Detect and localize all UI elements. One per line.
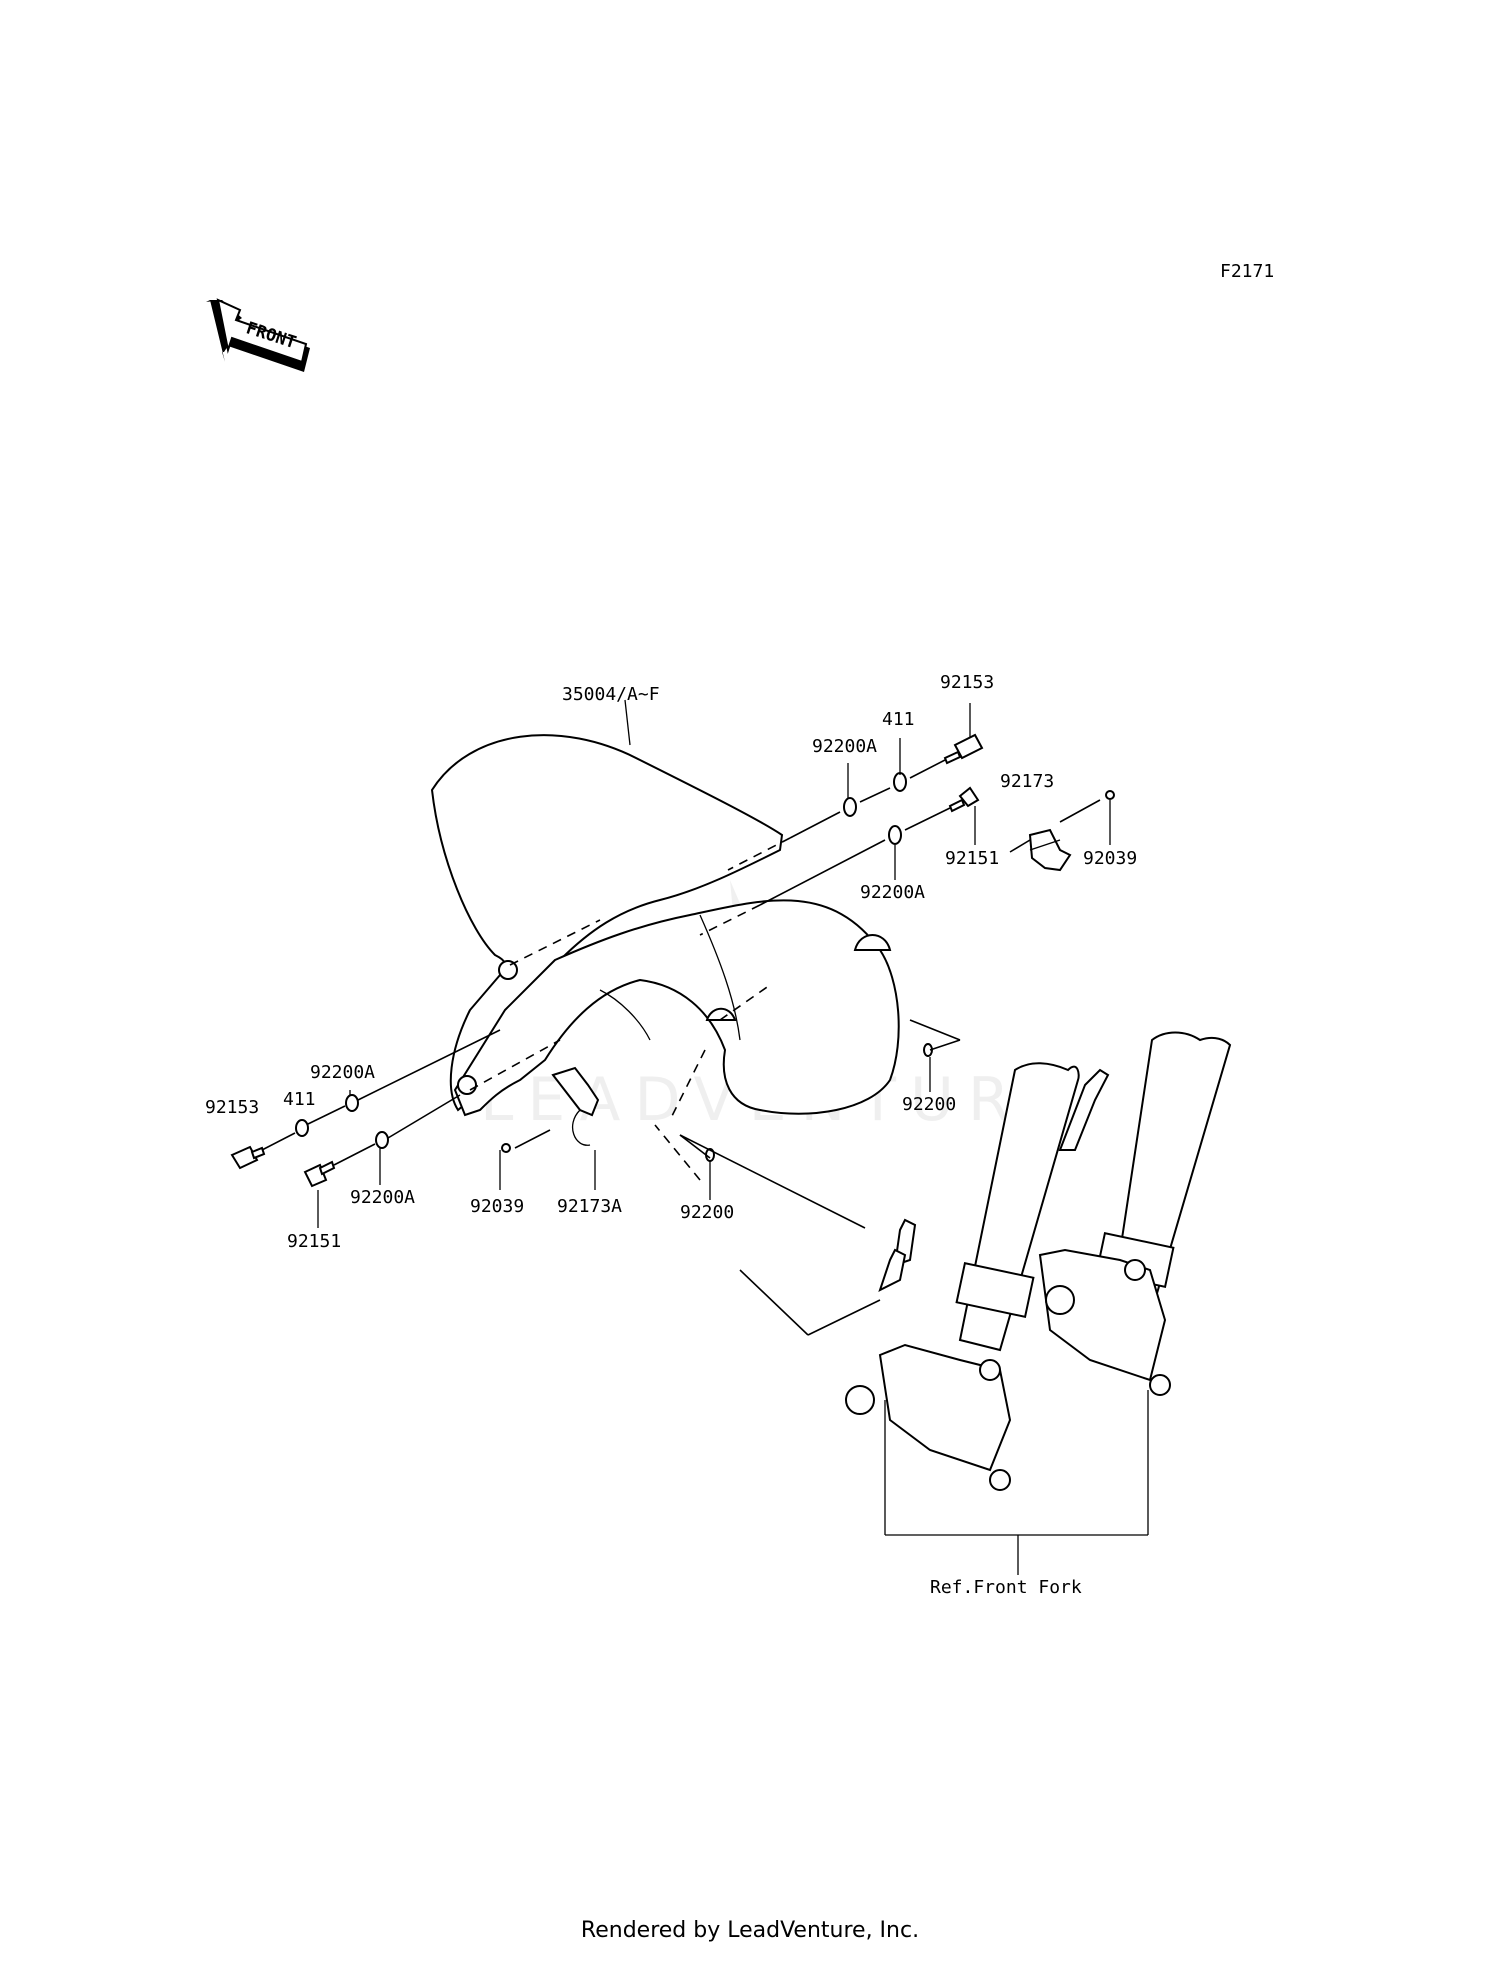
clamp-92173a xyxy=(551,1066,600,1146)
washer-92200a-right xyxy=(888,825,902,845)
leader-lines xyxy=(317,699,1149,1575)
front-fender xyxy=(430,734,900,1117)
figure-code: F2171 xyxy=(1220,261,1274,282)
callout-washer-right-a: 92200A xyxy=(860,882,925,903)
callout-washer-fork-right: 92200 xyxy=(902,1094,956,1115)
collar-411-left xyxy=(295,1119,309,1137)
clamp-92173 xyxy=(1028,828,1072,872)
callout-front-fork-ref: Ref.Front Fork xyxy=(930,1577,1082,1598)
callout-washer-fork-left: 92200 xyxy=(680,1202,734,1223)
bolt-92151-left xyxy=(303,1160,336,1188)
bolt-92153-top xyxy=(943,733,984,765)
bolt-92153-left xyxy=(230,1145,266,1170)
callout-bolt-right: 92151 xyxy=(945,848,999,869)
grommet-right xyxy=(853,934,892,951)
front-arrow-icon: FRONT xyxy=(206,298,310,372)
collar-411-top xyxy=(893,772,907,792)
grommet-left-upper xyxy=(498,960,518,980)
washer-92200a-left-upper xyxy=(345,1094,359,1112)
callout-clamp-left: 92173A xyxy=(557,1196,622,1217)
callout-bolt-top: 92153 xyxy=(940,672,994,693)
front-fork-right xyxy=(1038,1031,1232,1396)
washer-92200a-left-lower xyxy=(375,1131,389,1149)
screw-92039-right xyxy=(1105,790,1115,800)
callout-fender: 35004/A~F xyxy=(562,684,660,705)
footer-credit: Rendered by LeadVenture, Inc. xyxy=(580,1918,920,1943)
front-fork-left xyxy=(845,1062,1080,1491)
washer-92200a-top xyxy=(843,797,857,817)
callout-screw-right: 92039 xyxy=(1083,848,1137,869)
grommet-center xyxy=(705,1007,737,1021)
callout-bolt-left-lower: 92151 xyxy=(287,1231,341,1252)
assembly-lines xyxy=(261,759,1101,1336)
callout-washer-top-a: 92200A xyxy=(812,736,877,757)
bolt-92151-right xyxy=(948,786,980,813)
callout-washer-left-a-lower: 92200A xyxy=(350,1187,415,1208)
callout-bolt-left: 92153 xyxy=(205,1097,259,1118)
grommet-left-lower xyxy=(457,1075,477,1095)
callout-screw-left: 92039 xyxy=(470,1196,524,1217)
callout-collar-top: 411 xyxy=(882,709,915,730)
screw-92039-left xyxy=(501,1143,511,1153)
callout-washer-left-a-upper: 92200A xyxy=(310,1062,375,1083)
callout-collar-left: 411 xyxy=(283,1089,316,1110)
callout-clamp-right: 92173 xyxy=(1000,771,1054,792)
